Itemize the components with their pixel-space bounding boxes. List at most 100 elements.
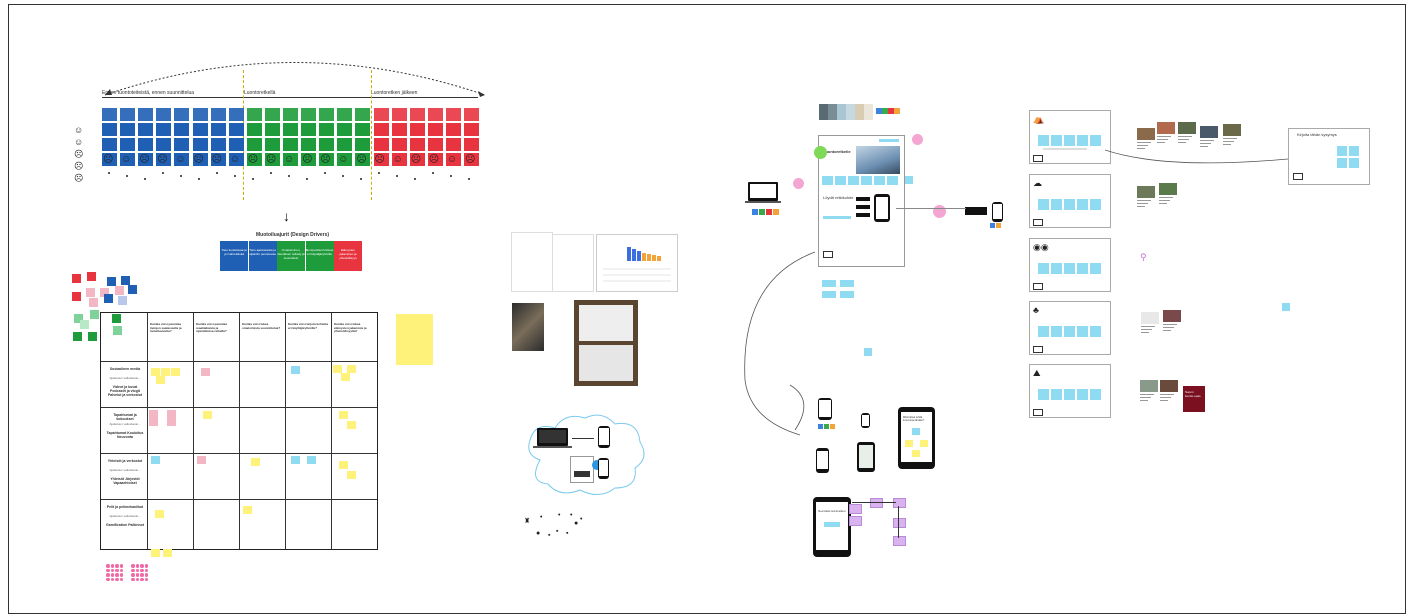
journey-tile[interactable] — [319, 138, 335, 151]
sticky-note[interactable] — [243, 506, 252, 514]
thumbnail[interactable] — [1141, 312, 1159, 324]
sticky-note[interactable] — [291, 366, 300, 374]
sticky-note[interactable] — [347, 471, 356, 479]
sticky-note[interactable] — [201, 368, 210, 376]
driver-card[interactable]: Tieto luotettavaa ja ymmärrettävää — [220, 241, 248, 271]
sticky-note[interactable] — [1051, 199, 1062, 210]
journey-tile[interactable] — [464, 138, 479, 151]
sticky-note[interactable] — [864, 348, 872, 356]
journey-tile[interactable] — [138, 108, 154, 121]
journey-tile[interactable] — [156, 138, 172, 151]
sticky-note[interactable] — [1064, 389, 1075, 400]
sticky-note[interactable] — [251, 458, 260, 466]
sticky-note[interactable] — [848, 176, 859, 185]
sticky-note[interactable] — [1051, 389, 1062, 400]
journey-tile[interactable] — [102, 123, 117, 136]
sticky-note[interactable] — [840, 291, 854, 298]
journey-tile[interactable] — [246, 108, 262, 121]
journey-tile[interactable] — [337, 123, 353, 136]
sticky-note[interactable] — [1090, 263, 1101, 274]
journey-tile[interactable] — [355, 153, 371, 166]
sticky-note[interactable] — [822, 291, 836, 298]
chart-thumb[interactable] — [596, 234, 678, 292]
sticky-note[interactable] — [1051, 326, 1062, 337]
flow-node[interactable] — [849, 516, 862, 526]
sticky-note[interactable] — [291, 456, 300, 464]
sticky-note[interactable] — [1077, 135, 1088, 146]
journey-tile[interactable] — [264, 138, 280, 151]
thumbnail[interactable] — [1160, 380, 1178, 392]
journey-tile[interactable] — [301, 138, 317, 151]
journey-tile[interactable] — [264, 108, 280, 121]
journey-tile[interactable] — [427, 138, 443, 151]
journey-tile[interactable] — [464, 123, 479, 136]
journey-tile[interactable] — [156, 123, 172, 136]
journey-tile[interactable] — [301, 123, 317, 136]
journey-tile[interactable] — [156, 153, 172, 166]
sticky-note[interactable] — [1077, 326, 1088, 337]
sticky-note[interactable] — [161, 368, 170, 376]
scenario-card[interactable]: ⛺ — [1029, 110, 1111, 164]
sticky-note[interactable] — [396, 340, 433, 365]
journey-tile[interactable] — [174, 108, 190, 121]
journey-tile[interactable] — [174, 138, 190, 151]
journey-tile[interactable] — [373, 138, 389, 151]
sticky-note[interactable] — [835, 176, 846, 185]
journey-tile[interactable] — [391, 138, 407, 151]
sticky-note[interactable] — [905, 176, 913, 184]
book-cover[interactable]: Suomi luonto-opas — [1183, 386, 1205, 412]
download-card[interactable] — [570, 456, 594, 483]
journey-tile[interactable] — [355, 123, 371, 136]
sticky-note[interactable] — [1038, 199, 1049, 210]
journey-tile[interactable] — [319, 108, 335, 121]
sticky-note[interactable] — [1038, 389, 1049, 400]
journey-tile[interactable] — [391, 153, 407, 166]
sticky-note[interactable] — [1077, 263, 1088, 274]
driver-card[interactable]: Elämysten jakaminen ja yhteisöllisyys — [334, 241, 362, 271]
sticky-note[interactable] — [861, 176, 872, 185]
sticky-note[interactable] — [1090, 199, 1101, 210]
journey-tile[interactable] — [228, 108, 244, 121]
sticky-note[interactable] — [822, 280, 836, 287]
sticky-note[interactable] — [151, 456, 160, 464]
sticky-note[interactable] — [197, 456, 206, 464]
journey-tile[interactable] — [283, 138, 298, 151]
flow-node[interactable] — [893, 518, 906, 528]
sticky-note[interactable] — [1077, 199, 1088, 210]
sticky-note[interactable] — [151, 368, 160, 376]
scenario-card[interactable]: ⛰ — [1029, 364, 1111, 418]
journey-tile[interactable] — [210, 153, 226, 166]
thumbnail[interactable] — [1137, 128, 1155, 140]
journey-tile[interactable] — [355, 108, 371, 121]
sticky-note[interactable] — [333, 365, 342, 373]
sticky-note[interactable] — [149, 410, 158, 418]
sticky-note[interactable] — [1051, 263, 1062, 274]
scenario-card[interactable]: ♣ — [1029, 301, 1111, 355]
journey-tile[interactable] — [102, 108, 117, 121]
journey-tile[interactable] — [373, 123, 389, 136]
journey-tile[interactable] — [301, 108, 317, 121]
sticky-note[interactable] — [887, 176, 898, 185]
thumbnail[interactable] — [1223, 124, 1241, 136]
journey-tile[interactable] — [391, 123, 407, 136]
journey-tile[interactable] — [174, 153, 190, 166]
tablet-question[interactable]: Mitä haluat tehdä luonnossa tänään? — [898, 407, 935, 469]
sticky-note[interactable] — [1064, 326, 1075, 337]
sticky-note[interactable] — [347, 421, 356, 429]
sticky-note[interactable] — [1064, 199, 1075, 210]
sticky-note[interactable] — [156, 376, 165, 384]
journey-tile[interactable] — [264, 153, 280, 166]
driver-card[interactable]: Monipuoliset kohteet eri käyttäjäryhmill… — [305, 241, 334, 271]
sticky-note[interactable] — [167, 418, 176, 426]
driver-card[interactable]: Tieto ajantasaista ja sijaintiin perustu… — [248, 241, 277, 271]
thumbnail[interactable] — [1163, 310, 1181, 322]
sticky-note[interactable] — [1064, 135, 1075, 146]
sticky-note[interactable] — [203, 411, 212, 419]
journey-tile[interactable] — [246, 153, 262, 166]
sticky-note[interactable] — [1038, 326, 1049, 337]
sticky-note[interactable] — [339, 461, 348, 469]
journey-tile[interactable] — [445, 153, 461, 166]
thumbnail[interactable] — [1140, 380, 1158, 392]
journey-tile[interactable] — [102, 138, 117, 151]
